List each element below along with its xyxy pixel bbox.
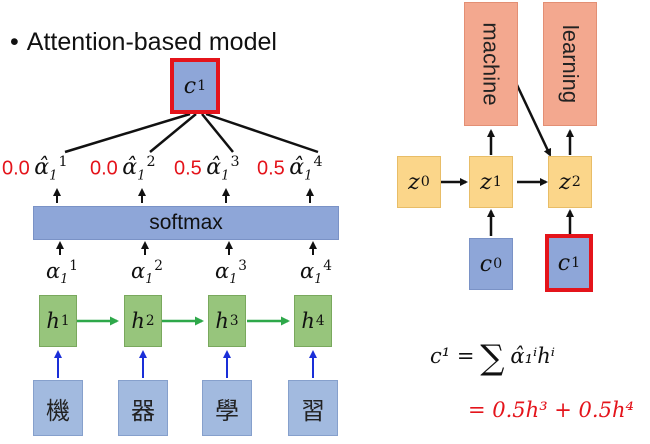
alpha-hat-3: α̂13 (206, 154, 240, 184)
context-vector-top-base: c (183, 73, 197, 99)
alpha-3: α13 (215, 258, 247, 287)
slide-title: •Attention-based model (10, 28, 277, 57)
input-char-4: 習 (288, 380, 338, 436)
attention-formula-line1: c¹ = ∑ α̂₁ⁱhⁱ (430, 338, 555, 378)
weight-item-4: 0.5 α̂14 (257, 154, 323, 184)
alpha-hat-4: α̂14 (289, 154, 323, 184)
alpha-hat-2: α̂12 (122, 154, 156, 184)
weight-item-2: 0.0 α̂12 (90, 154, 156, 184)
alpha-2: α12 (131, 258, 163, 287)
attention-weight-3: 0.5 (174, 157, 202, 180)
output-word-learning-label: learning (558, 24, 583, 104)
alpha-hat-1: α̂11 (34, 154, 68, 184)
formula-lhs: c¹ = (430, 344, 475, 368)
input-char-3: 學 (202, 380, 252, 436)
output-word-machine-label: machine (479, 22, 504, 106)
alpha-4: α14 (300, 258, 332, 287)
softmax-label: softmax (149, 211, 223, 234)
attention-weight-4: 0.5 (257, 157, 285, 180)
attn-line-4 (205, 112, 319, 154)
softmax-layer: softmax (33, 206, 339, 240)
output-word-machine: machine (464, 2, 518, 126)
output-word-learning: learning (543, 2, 597, 126)
formula-rhs: α̂₁ⁱhⁱ (510, 344, 555, 368)
alpha-1: α11 (46, 258, 78, 287)
attention-weight-2: 0.0 (90, 157, 118, 180)
context-vector-top-sup: 1 (197, 78, 207, 94)
input-char-2: 器 (118, 380, 168, 436)
summation-symbol: ∑ (480, 338, 505, 378)
input-char-1: 機 (33, 380, 83, 436)
attention-weight-1: 0.0 (2, 157, 30, 180)
title-text: Attention-based model (26, 28, 277, 56)
attn-line-2 (149, 113, 197, 153)
attn-line-3 (201, 113, 234, 153)
attn-line-1 (64, 112, 191, 154)
weight-item-1: 0.0 α̂11 (2, 154, 68, 184)
attention-formula-line2: = 0.5h³ + 0.5h⁴ (468, 398, 634, 422)
weight-item-3: 0.5 α̂13 (174, 154, 240, 184)
bullet-point: • (10, 28, 19, 56)
